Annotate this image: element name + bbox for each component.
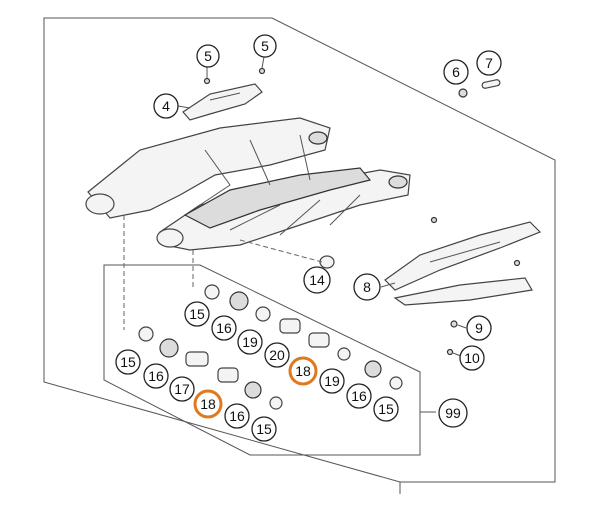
callout-16-upper: 16 xyxy=(211,315,237,341)
bearing-row-upper xyxy=(204,284,403,390)
screw-5a xyxy=(203,77,211,85)
callout-7: 7 xyxy=(476,50,502,76)
svg-text:9: 9 xyxy=(475,320,483,336)
callout-4: 4 xyxy=(153,93,179,119)
svg-text:15: 15 xyxy=(120,354,136,370)
screw-upper xyxy=(430,216,438,224)
callout-16-right: 16 xyxy=(346,383,372,409)
callout-15-right: 15 xyxy=(373,396,399,422)
callout-16-lower: 16 xyxy=(143,363,169,389)
callout-10: 10 xyxy=(459,345,485,371)
svg-text:15: 15 xyxy=(256,421,272,437)
pin-7 xyxy=(481,79,501,89)
svg-text:18: 18 xyxy=(295,363,311,379)
svg-text:8: 8 xyxy=(363,279,371,295)
svg-text:5: 5 xyxy=(204,48,212,64)
svg-text:20: 20 xyxy=(269,347,285,363)
callout-18-upper: 18 xyxy=(288,356,318,386)
svg-text:19: 19 xyxy=(242,334,258,350)
svg-text:16: 16 xyxy=(216,320,232,336)
svg-text:19: 19 xyxy=(324,373,340,389)
callout-99: 99 xyxy=(438,398,468,428)
bearing-row-lower xyxy=(138,326,283,410)
screw-5b xyxy=(258,67,266,75)
screw-lower xyxy=(513,259,521,267)
kit-frame xyxy=(103,264,421,456)
bushing-14 xyxy=(319,255,335,269)
svg-text:16: 16 xyxy=(229,408,245,424)
svg-text:4: 4 xyxy=(162,98,170,114)
svg-text:7: 7 xyxy=(485,55,493,71)
svg-text:16: 16 xyxy=(148,368,164,384)
callout-9: 9 xyxy=(466,315,492,341)
callout-15-upper: 15 xyxy=(184,301,210,327)
chain-guard-right xyxy=(384,221,542,306)
callout-15-bottom: 15 xyxy=(251,416,277,442)
chain-guard-top xyxy=(182,83,263,121)
callout-15-lower: 15 xyxy=(115,349,141,375)
outer-frame xyxy=(43,17,556,483)
svg-text:6: 6 xyxy=(452,64,460,80)
svg-text:5: 5 xyxy=(261,38,269,54)
callout-5a: 5 xyxy=(196,44,220,68)
callout-6: 6 xyxy=(443,59,469,85)
callout-19-right: 19 xyxy=(319,368,345,394)
callout-5b: 5 xyxy=(253,34,277,58)
callout-20: 20 xyxy=(264,342,290,368)
part-9 xyxy=(450,320,458,328)
swingarm xyxy=(85,117,411,251)
part-10 xyxy=(446,348,454,356)
callout-8: 8 xyxy=(353,273,381,301)
axis-dash-3 xyxy=(239,239,323,263)
svg-text:17: 17 xyxy=(174,381,190,397)
svg-text:15: 15 xyxy=(189,306,205,322)
svg-text:15: 15 xyxy=(378,401,394,417)
svg-text:10: 10 xyxy=(464,350,480,366)
callout-16-bottom: 16 xyxy=(224,403,250,429)
svg-text:18: 18 xyxy=(200,396,216,412)
callout-14: 14 xyxy=(303,266,331,294)
svg-text:14: 14 xyxy=(309,272,325,288)
nut-6 xyxy=(458,88,468,98)
callout-18-lower: 18 xyxy=(193,389,223,419)
callout-17: 17 xyxy=(169,376,195,402)
svg-text:99: 99 xyxy=(445,405,461,421)
callout-19-upper: 19 xyxy=(237,329,263,355)
svg-text:16: 16 xyxy=(351,388,367,404)
